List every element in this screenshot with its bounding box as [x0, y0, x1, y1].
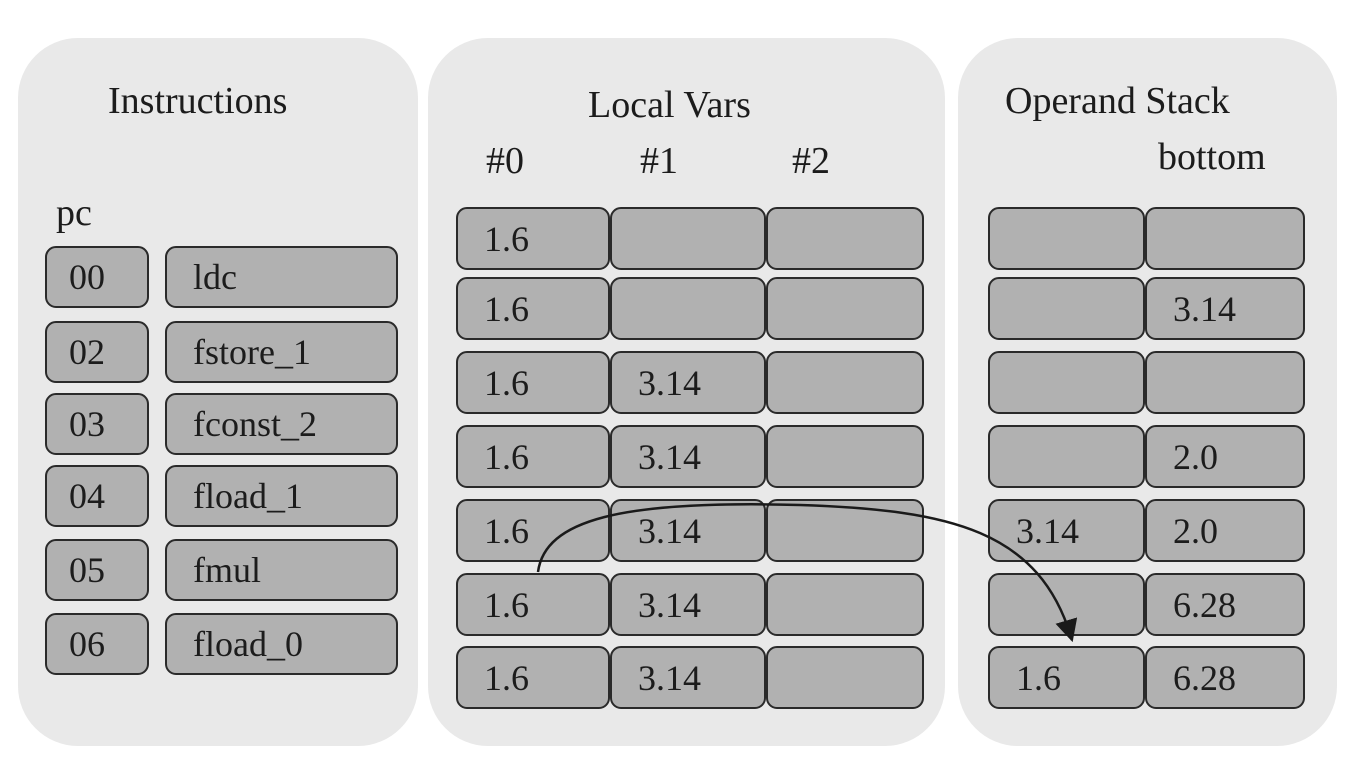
pc-cell: 02 [45, 321, 149, 383]
local-var-cell [766, 207, 924, 270]
local-var-cell: 1.6 [456, 425, 610, 488]
local-var-cell [766, 573, 924, 636]
local-var-cell [766, 351, 924, 414]
local-var-cell [766, 277, 924, 340]
instruction-cell: ldc [165, 246, 398, 308]
local-var-cell: 1.6 [456, 207, 610, 270]
local-var-cell [610, 207, 766, 270]
local-var-cell: 3.14 [610, 499, 766, 562]
instruction-cell: fload_0 [165, 613, 398, 675]
pc-cell: 00 [45, 246, 149, 308]
local-var-cell [766, 646, 924, 709]
operand-stack-title: Operand Stack [1005, 80, 1230, 122]
stack-slot [988, 207, 1145, 270]
instruction-cell: fstore_1 [165, 321, 398, 383]
stack-slot: 3.14 [1145, 277, 1305, 340]
local-var-cell [766, 425, 924, 488]
stack-slot: 6.28 [1145, 646, 1305, 709]
local-var-cell: 3.14 [610, 425, 766, 488]
pc-cell: 05 [45, 539, 149, 601]
stack-slot: 1.6 [988, 646, 1145, 709]
stack-slot: 2.0 [1145, 425, 1305, 488]
stack-slot [988, 425, 1145, 488]
stack-slot: 3.14 [988, 499, 1145, 562]
local-var-column-header: #2 [792, 140, 830, 182]
stack-slot [1145, 351, 1305, 414]
local-var-cell: 1.6 [456, 646, 610, 709]
stack-slot [988, 573, 1145, 636]
instruction-cell: fconst_2 [165, 393, 398, 455]
pc-cell: 04 [45, 465, 149, 527]
local-var-cell: 1.6 [456, 499, 610, 562]
instruction-cell: fmul [165, 539, 398, 601]
stack-slot: 2.0 [1145, 499, 1305, 562]
pc-cell: 03 [45, 393, 149, 455]
local-var-cell: 1.6 [456, 351, 610, 414]
local-var-cell: 3.14 [610, 351, 766, 414]
pc-cell: 06 [45, 613, 149, 675]
local-var-column-header: #0 [486, 140, 524, 182]
pc-label: pc [56, 192, 92, 234]
stack-slot: 6.28 [1145, 573, 1305, 636]
stack-slot [988, 351, 1145, 414]
local-var-cell: 3.14 [610, 646, 766, 709]
local-var-cell: 1.6 [456, 573, 610, 636]
instructions-title: Instructions [108, 80, 288, 122]
local-var-cell: 3.14 [610, 573, 766, 636]
local-vars-title: Local Vars [588, 84, 751, 126]
stack-bottom-label: bottom [1158, 136, 1266, 178]
stack-slot [988, 277, 1145, 340]
local-var-column-header: #1 [640, 140, 678, 182]
instruction-cell: fload_1 [165, 465, 398, 527]
local-var-cell [610, 277, 766, 340]
local-var-cell [766, 499, 924, 562]
local-var-cell: 1.6 [456, 277, 610, 340]
stack-slot [1145, 207, 1305, 270]
